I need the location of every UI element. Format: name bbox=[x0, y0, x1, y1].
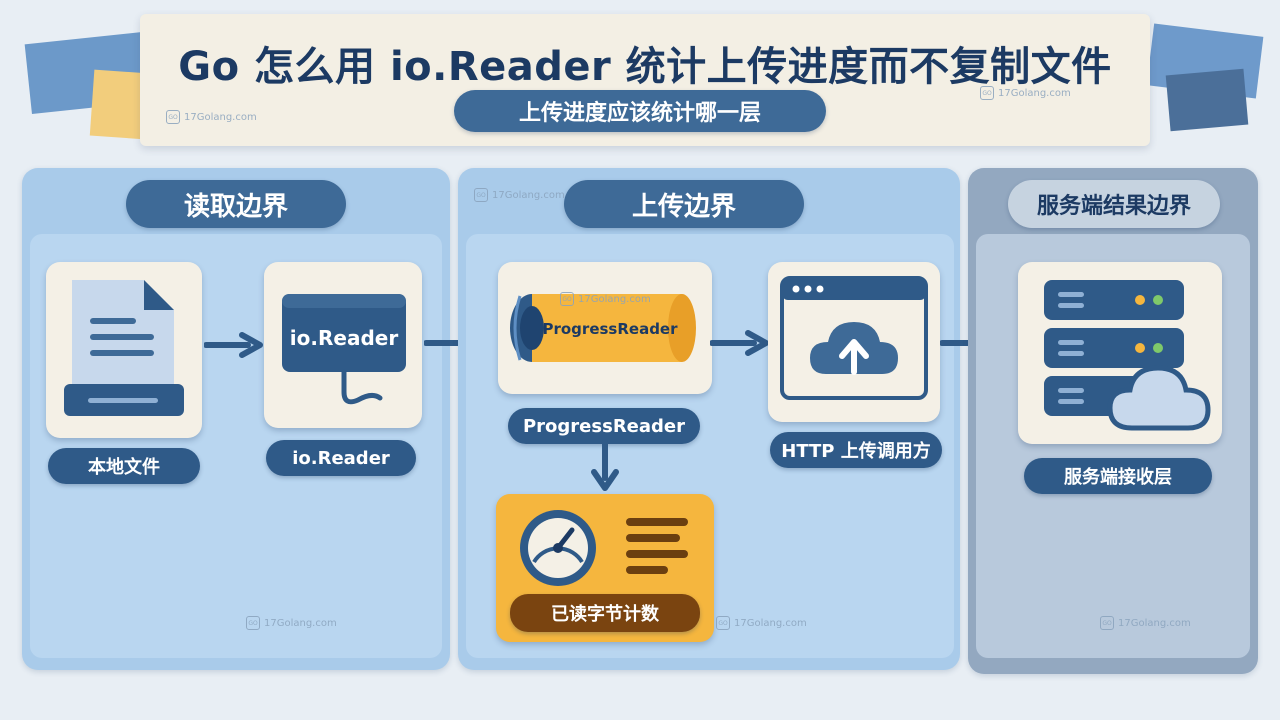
arrow-right-icon bbox=[204, 332, 263, 358]
watermark-text: 17Golang.com bbox=[264, 617, 337, 629]
watermark: GO 17Golang.com bbox=[716, 616, 807, 630]
watermark-logo-icon: GO bbox=[474, 188, 488, 202]
watermark: GO 17Golang.com bbox=[980, 86, 1071, 100]
pipe-icon: ProgressReader bbox=[510, 294, 696, 362]
arrow-right-icon bbox=[710, 330, 769, 356]
tape-right-navy bbox=[1165, 68, 1249, 132]
watermark-logo-icon: GO bbox=[560, 292, 574, 306]
watermark: GO 17Golang.com bbox=[246, 616, 337, 630]
local-file-label: 本地文件 bbox=[48, 448, 200, 484]
bytes-count-label: 已读字节计数 bbox=[510, 594, 700, 632]
server-cloud-icon bbox=[1044, 280, 1211, 431]
reader-device-icon: io.Reader bbox=[282, 294, 406, 405]
watermark-text: 17Golang.com bbox=[734, 617, 807, 629]
http-upload-label: HTTP 上传调用方 bbox=[770, 432, 942, 468]
arrow-down-icon bbox=[591, 440, 619, 491]
watermark-logo-icon: GO bbox=[980, 86, 994, 100]
server-receive-label: 服务端接收层 bbox=[1024, 458, 1212, 494]
zone-upload-title: 上传边界 bbox=[564, 180, 804, 228]
watermark-text: 17Golang.com bbox=[1118, 617, 1191, 629]
watermark-text: 17Golang.com bbox=[578, 293, 651, 305]
watermark: GO 17Golang.com bbox=[560, 292, 651, 306]
watermark-text: 17Golang.com bbox=[184, 111, 257, 123]
zone-server-title: 服务端结果边界 bbox=[1008, 180, 1220, 228]
zone-read-title: 读取边界 bbox=[126, 180, 346, 228]
io-reader-label: io.Reader bbox=[266, 440, 416, 476]
page-title: Go 怎么用 io.Reader 统计上传进度而不复制文件 bbox=[178, 44, 1112, 90]
progress-reader-label: ProgressReader bbox=[508, 408, 700, 444]
gauge-icon bbox=[520, 510, 596, 586]
watermark: GO 17Golang.com bbox=[1100, 616, 1191, 630]
watermark-logo-icon: GO bbox=[1100, 616, 1114, 630]
watermark: GO 17Golang.com bbox=[166, 110, 257, 124]
watermark-logo-icon: GO bbox=[246, 616, 260, 630]
watermark-logo-icon: GO bbox=[716, 616, 730, 630]
watermark-logo-icon: GO bbox=[166, 110, 180, 124]
progress-reader-icon-text: ProgressReader bbox=[542, 320, 678, 338]
subtitle-pill: 上传进度应该统计哪一层 bbox=[454, 90, 826, 132]
watermark: GO 17Golang.com bbox=[474, 188, 565, 202]
io-reader-icon-text: io.Reader bbox=[290, 326, 399, 350]
list-lines-icon bbox=[626, 518, 688, 574]
document-icon bbox=[64, 280, 184, 416]
browser-upload-icon bbox=[780, 276, 928, 400]
watermark-text: 17Golang.com bbox=[998, 87, 1071, 99]
watermark-text: 17Golang.com bbox=[492, 189, 565, 201]
